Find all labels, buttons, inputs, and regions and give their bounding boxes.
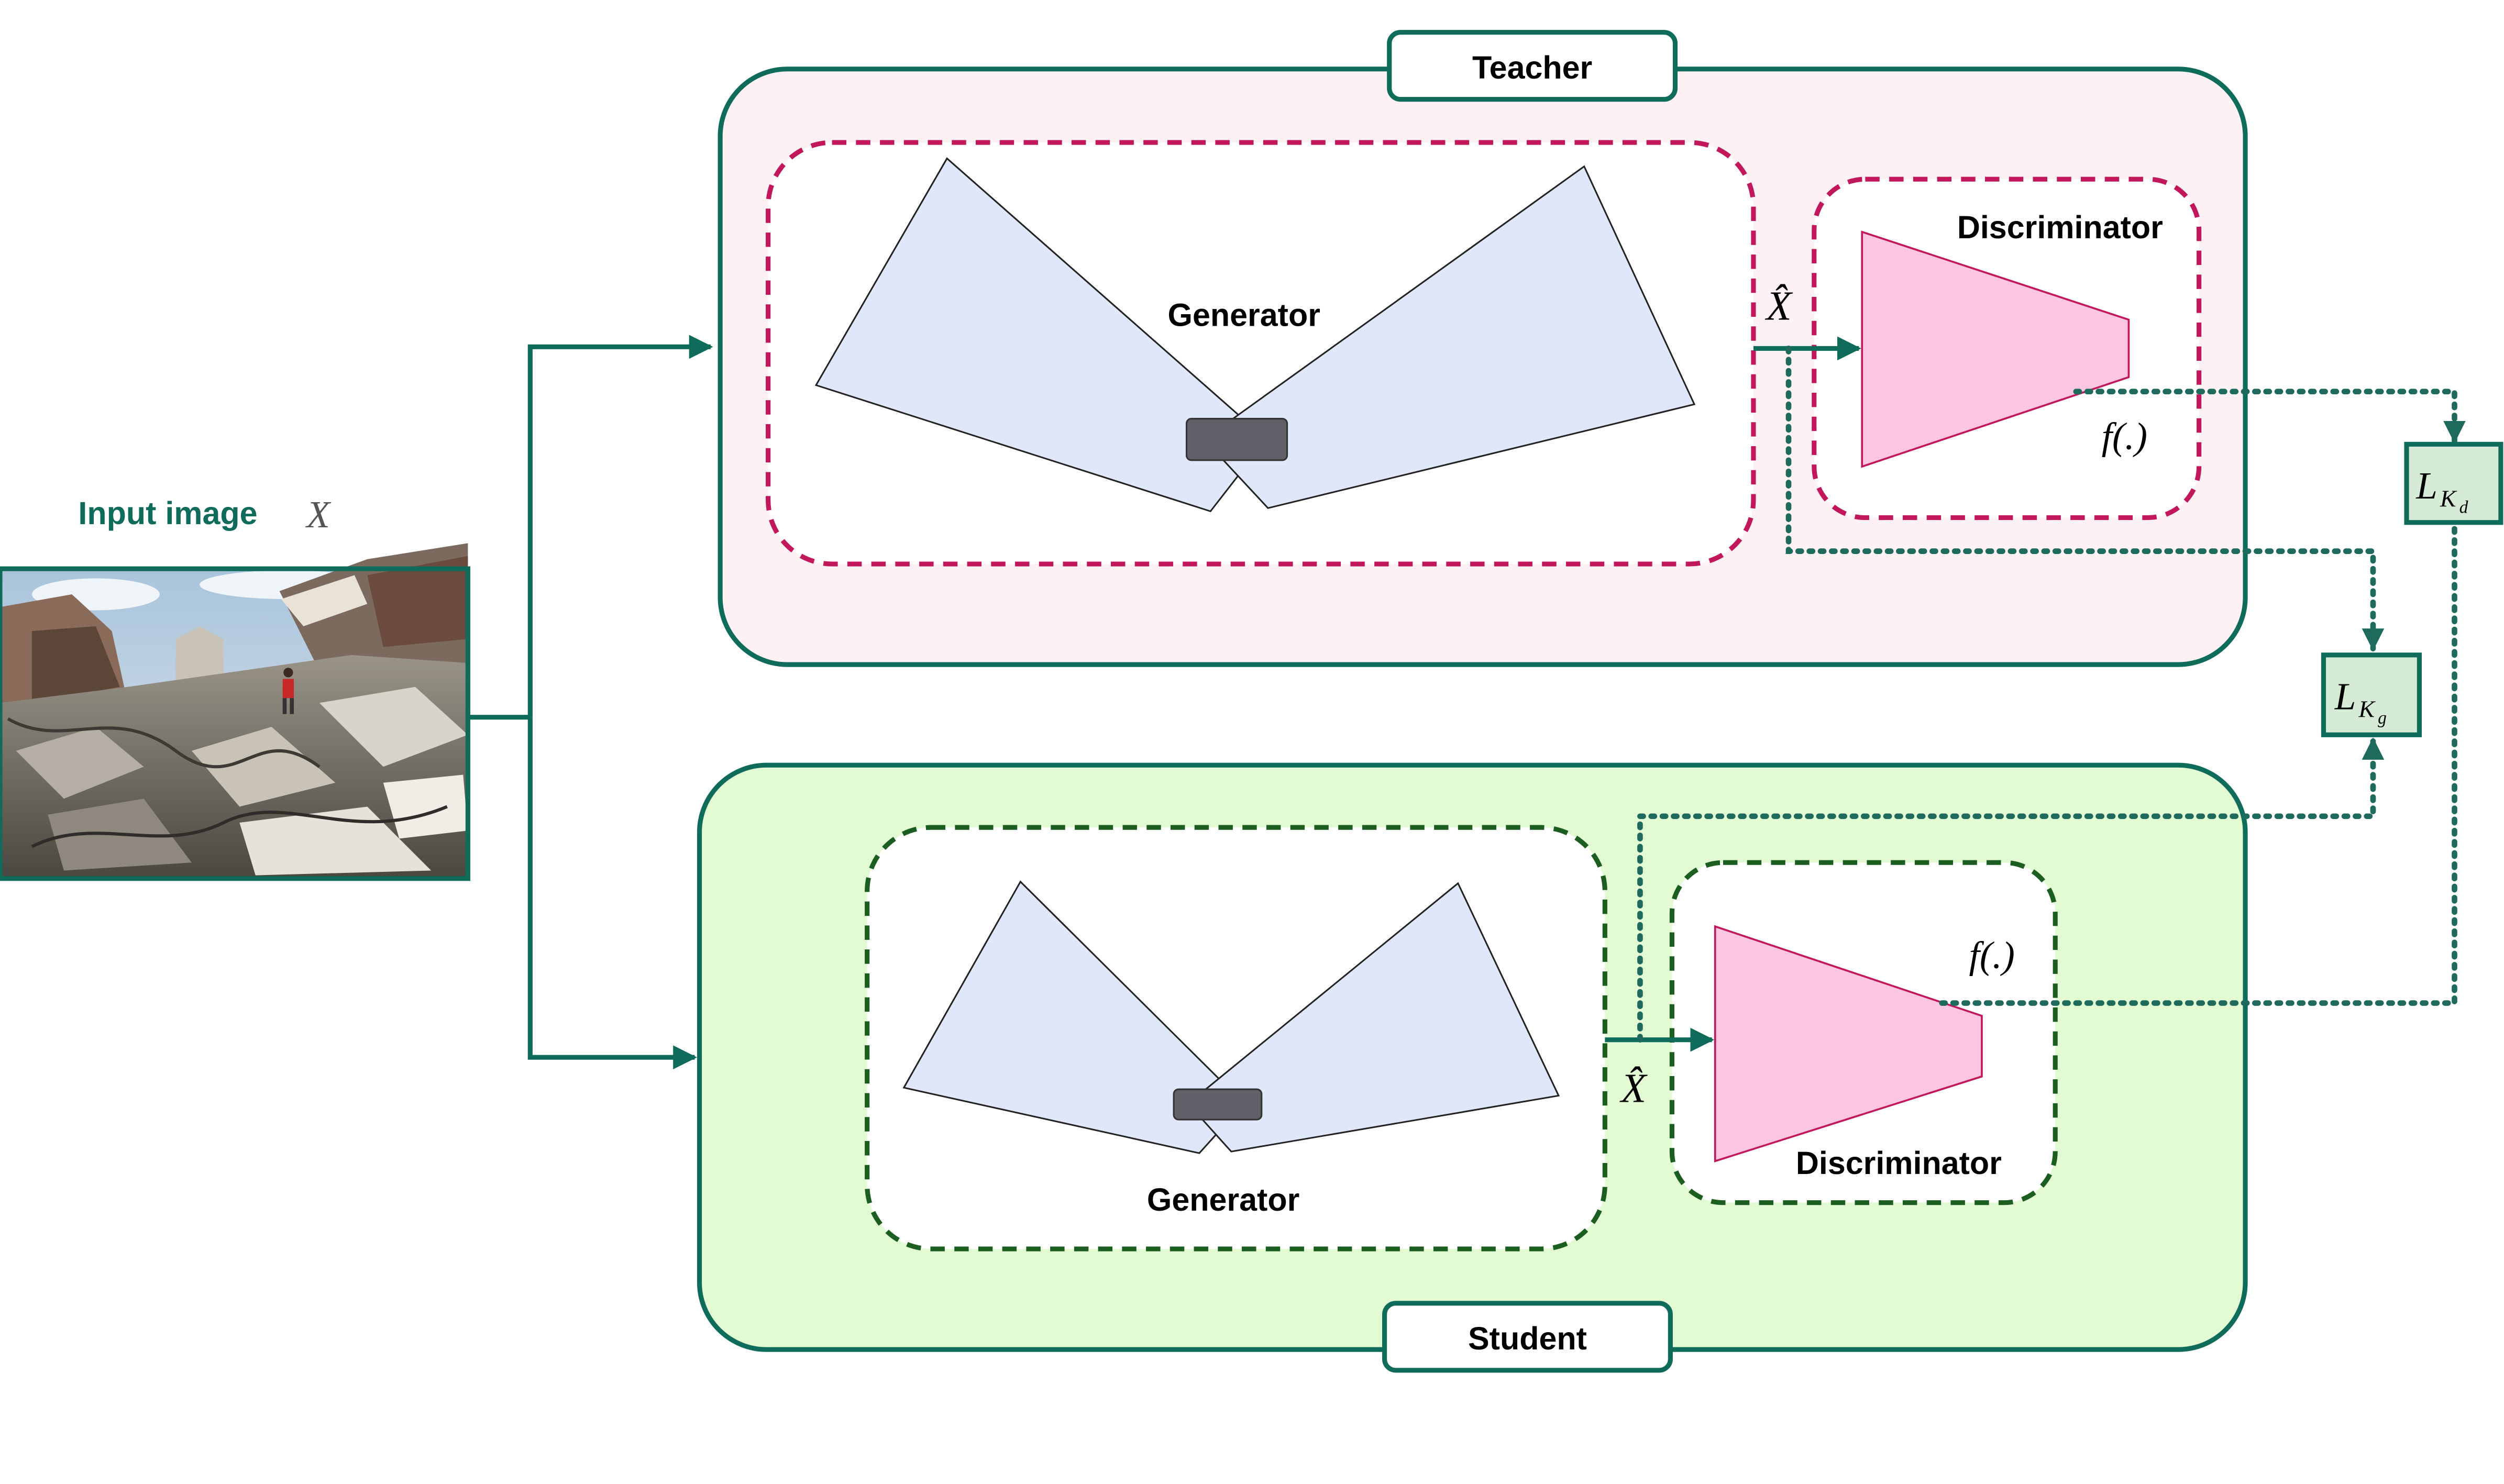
- teacher-decoder-shape: [1203, 165, 1696, 509]
- loss-kd-base: L: [2415, 464, 2437, 507]
- teacher-discriminator-label: Discriminator: [1957, 209, 2163, 245]
- student-discriminator-shape: [1714, 925, 1983, 1162]
- teacher-discriminator-shape: [1861, 230, 2130, 468]
- student-panel: Student Generator Discriminator f(.) X̂: [697, 762, 2248, 1373]
- path-student-feature-to-lkd: [1939, 480, 2466, 1006]
- input-image-label: Input image: [78, 495, 257, 531]
- student-generator-label: Generator: [1147, 1182, 1299, 1217]
- student-feature-fn: f(.): [1969, 934, 2015, 976]
- teacher-generator-label: Generator: [1168, 297, 1320, 333]
- loss-kg-sub: K: [2358, 696, 2376, 723]
- teacher-title-box: [1387, 30, 1678, 102]
- arrow-to-student: [527, 717, 697, 1070]
- loss-kg-base: L: [2334, 675, 2356, 717]
- student-bottleneck: [1173, 1088, 1263, 1121]
- student-title: Student: [1468, 1321, 1587, 1356]
- loss-kd-subsub: d: [2459, 497, 2468, 517]
- loss-kg-subsub: g: [2378, 708, 2387, 728]
- loss-kd-sub: K: [2440, 485, 2457, 512]
- student-output-symbol: X̂: [1619, 1066, 1648, 1112]
- path-student-output-to-lkg: [1637, 737, 2385, 1043]
- teacher-feature-fn: f(.): [2102, 415, 2147, 457]
- path-teacher-feature-to-lkd: [2073, 389, 2466, 444]
- input-split-arrows: [468, 335, 713, 1070]
- student-decoder-shape: [1187, 882, 1560, 1153]
- loss-kg: L K g: [2321, 652, 2422, 737]
- student-title-box: [1382, 1301, 1673, 1373]
- path-teacher-output-to-lkg: [1785, 346, 2385, 651]
- input-image-frame: [0, 566, 470, 881]
- teacher-encoder-shape: [814, 157, 1268, 513]
- arrow-to-teacher: [527, 335, 713, 717]
- teacher-output-symbol: X̂: [1764, 283, 1793, 329]
- teacher-title: Teacher: [1472, 50, 1592, 85]
- student-discriminator-label: Discriminator: [1796, 1145, 2002, 1181]
- teacher-bottleneck: [1185, 418, 1288, 461]
- input-image-photo: [0, 543, 468, 879]
- input-image-group: Input image X: [0, 493, 470, 881]
- input-image-symbol: X: [305, 493, 332, 536]
- student-encoder-shape: [902, 880, 1245, 1154]
- teacher-panel: Teacher Generator Discriminator f(.) X̂: [718, 30, 2248, 667]
- loss-kd: L K d: [2404, 441, 2503, 525]
- distillation-paths: [1637, 346, 2466, 1043]
